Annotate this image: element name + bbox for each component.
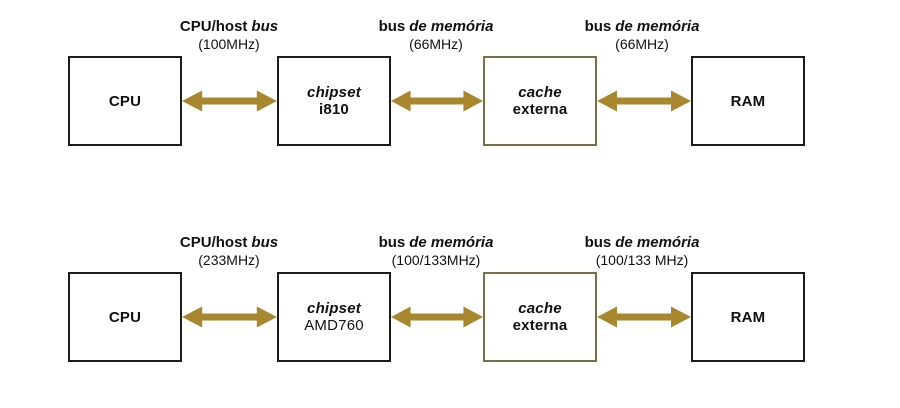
bus-name-italic: de memória [409,18,494,35]
bus-name-plain: bus [378,234,406,251]
bus-name-italic: de memória [409,234,494,251]
chipset-model-line: i810 [318,101,349,118]
bus-double-arrow-icon [391,90,483,112]
bus-name-italic: bus [251,234,279,251]
ram-box: RAM [691,272,805,362]
chipset-box: chipset i810 [277,56,391,146]
cpu-box-label: CPU [108,92,142,110]
bus-name-italic: bus [251,18,279,35]
cache-box-label: cache externa [513,84,568,118]
cache-type-line: externa [512,317,568,334]
cache-name-line: cache [518,84,562,101]
bus-double-arrow-icon [597,306,691,328]
bus-name-plain: CPU/host [179,18,248,35]
chipset-name-line: chipset [307,300,361,317]
bus-name-italic: de memória [615,18,700,35]
cpu-box: CPU [68,56,182,146]
bus-name-plain: bus [584,18,612,35]
bus-frequency: (66MHz) [409,36,463,52]
ram-box: RAM [691,56,805,146]
bus-frequency: (100MHz) [198,36,260,52]
cpu-box-label: CPU [108,308,142,326]
chipset-name-line: chipset [307,84,361,101]
bus-double-arrow-icon [391,306,483,328]
bus-frequency: (66MHz) [615,36,669,52]
chipset-box: chipset AMD760 [277,272,391,362]
ram-box-label: RAM [730,92,766,110]
cache-type-line: externa [512,101,568,118]
bus-frequency: (100/133 MHz) [595,252,689,268]
bus-name-plain: CPU/host [179,234,248,251]
chipset-box-label: chipset AMD760 [304,300,364,334]
chipset-model-line: AMD760 [304,317,364,334]
bus-name-plain: bus [378,18,406,35]
cache-box: cache externa [483,272,597,362]
bus-frequency: (233MHz) [198,252,260,268]
bus-double-arrow-icon [597,90,691,112]
chipset-box-label: chipset i810 [307,84,361,118]
cache-box-label: cache externa [513,300,568,334]
bus-double-arrow-icon [182,306,277,328]
cache-name-line: cache [518,300,562,317]
ram-box-label: RAM [730,308,766,326]
bus-name-italic: de memória [615,234,700,251]
bus-name-plain: bus [584,234,612,251]
cpu-box: CPU [68,272,182,362]
bus-frequency: (100/133MHz) [391,252,481,268]
bus-double-arrow-icon [182,90,277,112]
cache-box: cache externa [483,56,597,146]
